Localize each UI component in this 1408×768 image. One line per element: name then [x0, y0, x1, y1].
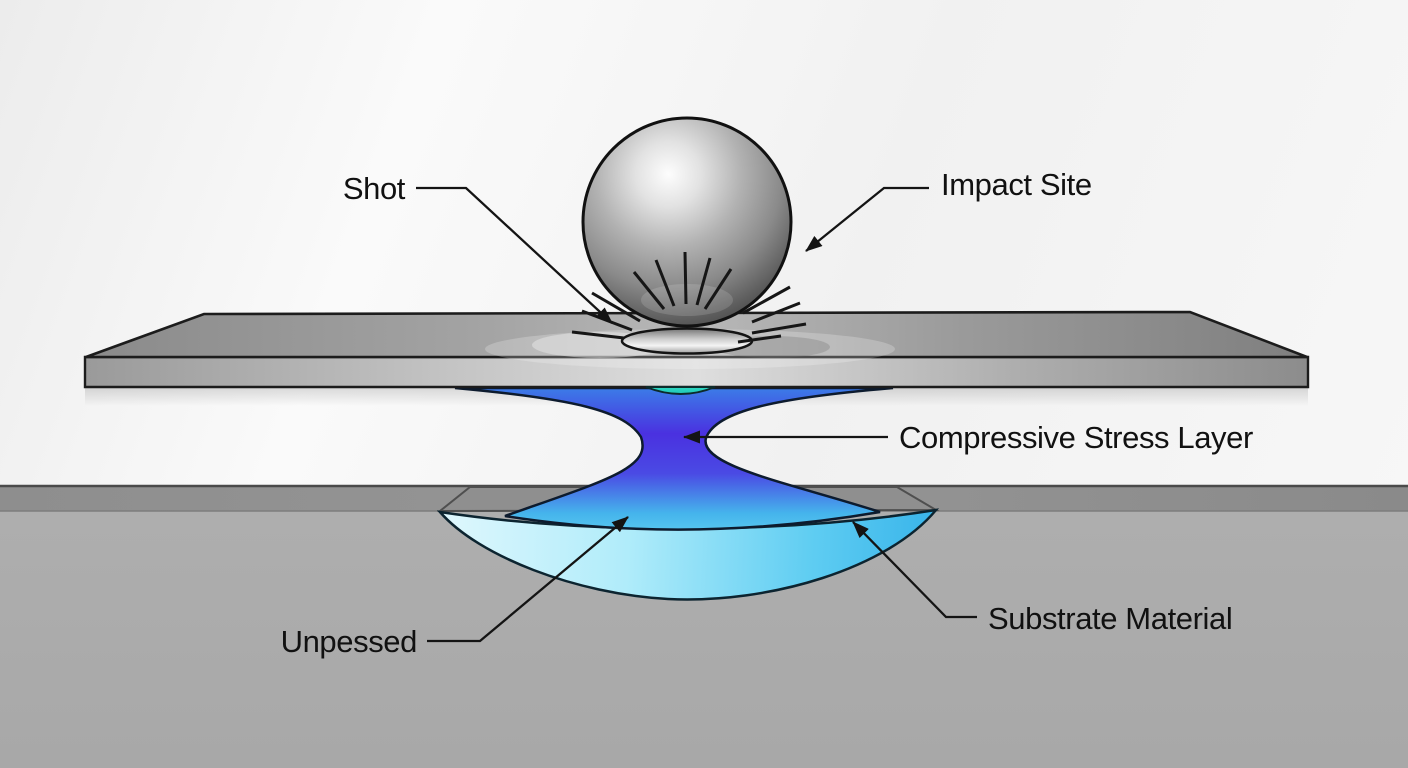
dimple-underside — [645, 386, 716, 395]
substrate-material-label: Substrate Material — [988, 601, 1232, 636]
stress-column — [454, 386, 894, 531]
leader-lines — [416, 186, 977, 643]
compressive-stress-layer-label: Compressive Stress Layer — [899, 420, 1253, 455]
substrate-material-leader-line — [852, 521, 977, 619]
shot-label: Shot — [343, 171, 406, 206]
unpessed-label: Unpessed — [281, 624, 417, 659]
shot-leader-line — [416, 186, 613, 324]
impact-site-leader-line — [805, 186, 929, 252]
unpessed-leader-line — [427, 516, 629, 643]
impact-site-label: Impact Site — [941, 167, 1092, 202]
impact-dimple — [620, 327, 754, 355]
impact-splash-lines — [571, 251, 807, 344]
workpiece-plate — [83, 310, 1310, 389]
